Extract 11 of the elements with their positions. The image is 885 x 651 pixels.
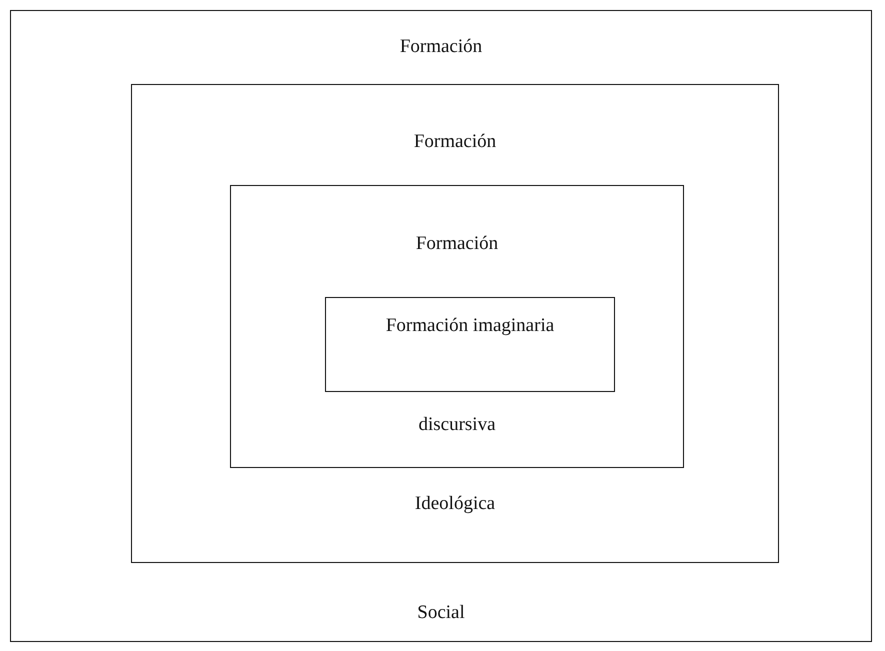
nested-box (325, 297, 615, 392)
nested-box (230, 185, 684, 468)
box-label: Formación (414, 233, 500, 255)
box-label: Formación (398, 36, 484, 58)
box-label: Formación imaginaria (384, 315, 556, 337)
box-label: Social (416, 602, 466, 624)
box-label: Ideológica (414, 493, 496, 515)
nested-box (10, 10, 872, 642)
box-label: Formación (412, 131, 498, 153)
box-label: discursiva (417, 414, 497, 436)
nested-box (131, 84, 779, 563)
